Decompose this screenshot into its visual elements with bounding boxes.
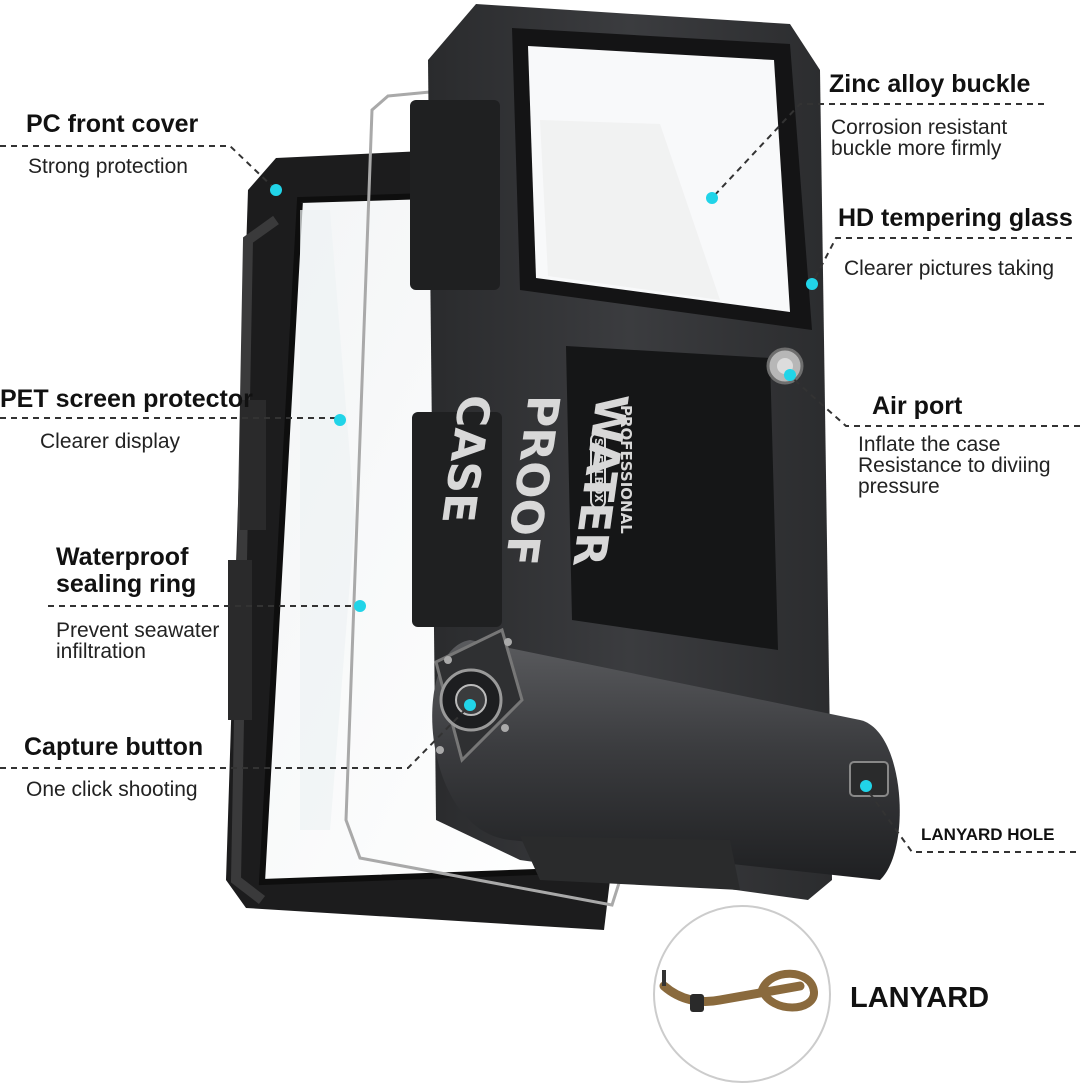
callout-pet-screen-protector-desc: Clearer display — [40, 430, 181, 453]
case-logo-brand: SHELLBOX — [590, 432, 606, 509]
callout-waterproof-sealing-ring-title-1: Waterproof — [56, 543, 189, 571]
callout-zinc-alloy-buckle-title: Zinc alloy buckle — [829, 70, 1031, 98]
callout-waterproof-sealing-ring-title-2: sealing ring — [56, 570, 197, 598]
case-logo-headline-2: PROOF — [493, 395, 569, 566]
callout-zinc-alloy-buckle-desc-2: buckle more firmly — [831, 137, 1002, 160]
callout-waterproof-sealing-ring-desc-1: Prevent seawater — [56, 619, 220, 642]
lanyard-label: LANYARD — [850, 982, 990, 1014]
callout-air-port-desc-3: pressure — [858, 475, 940, 498]
callout-pet-screen-protector-title: PET screen protector — [0, 385, 253, 413]
callout-hd-tempering-glass-title: HD tempering glass — [838, 204, 1073, 232]
grip-handle — [432, 640, 900, 890]
callout-air-port-desc-2: Resistance to diviing — [858, 454, 1051, 477]
callout-hd-tempering-glass-desc: Clearer pictures taking — [844, 257, 1055, 280]
callout-capture-button-desc: One click shooting — [26, 778, 198, 801]
callout-pc-front-cover-desc: Strong protection — [28, 155, 188, 178]
callout-waterproof-sealing-ring-desc-2: infiltration — [56, 640, 146, 663]
callout-air-port-desc-1: Inflate the case — [858, 433, 1001, 456]
callout-air-port-title: Air port — [872, 392, 963, 420]
callout-lanyard-hole-title: LANYARD HOLE — [921, 825, 1055, 844]
callout-dots — [270, 184, 872, 792]
case-logo-headline-3: CASE — [431, 395, 501, 524]
callout-pc-front-cover-title: PC front cover — [26, 110, 199, 138]
leader-lines — [0, 103, 1080, 853]
lanyard-inset — [653, 905, 831, 1083]
callout-capture-button-title: Capture button — [24, 733, 204, 761]
callout-zinc-alloy-buckle-desc-1: Corrosion resistant — [831, 116, 1008, 139]
case-logo-subtitle: PROFESSIONAL — [617, 405, 635, 534]
